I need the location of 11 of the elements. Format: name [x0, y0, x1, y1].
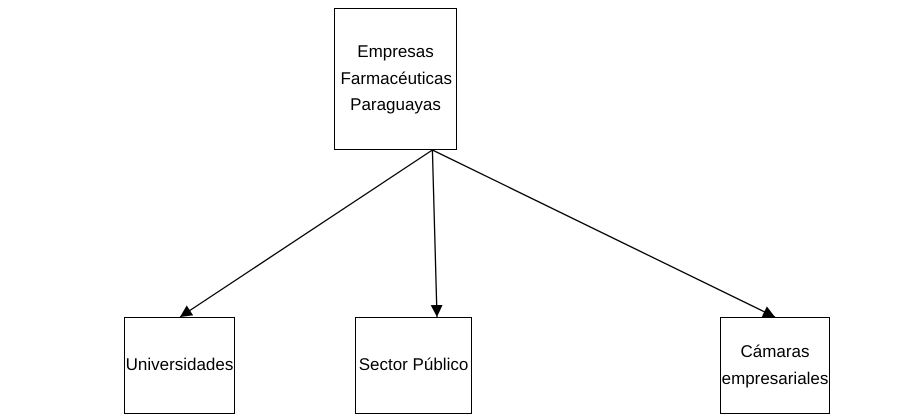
- box-label: Universidades: [126, 354, 234, 376]
- arrow: [430, 150, 443, 318]
- arrow: [432, 149, 776, 318]
- box-label: Empresas Farmacéuticas Paraguayas: [340, 41, 450, 116]
- arrow: [180, 149, 433, 318]
- process-box: [355, 317, 472, 414]
- process-box: [334, 8, 457, 150]
- box-label: Cámaras empresariales: [721, 341, 829, 390]
- process-box: [124, 317, 235, 414]
- box-label: Sector Público: [358, 354, 468, 376]
- process-box: [720, 317, 830, 414]
